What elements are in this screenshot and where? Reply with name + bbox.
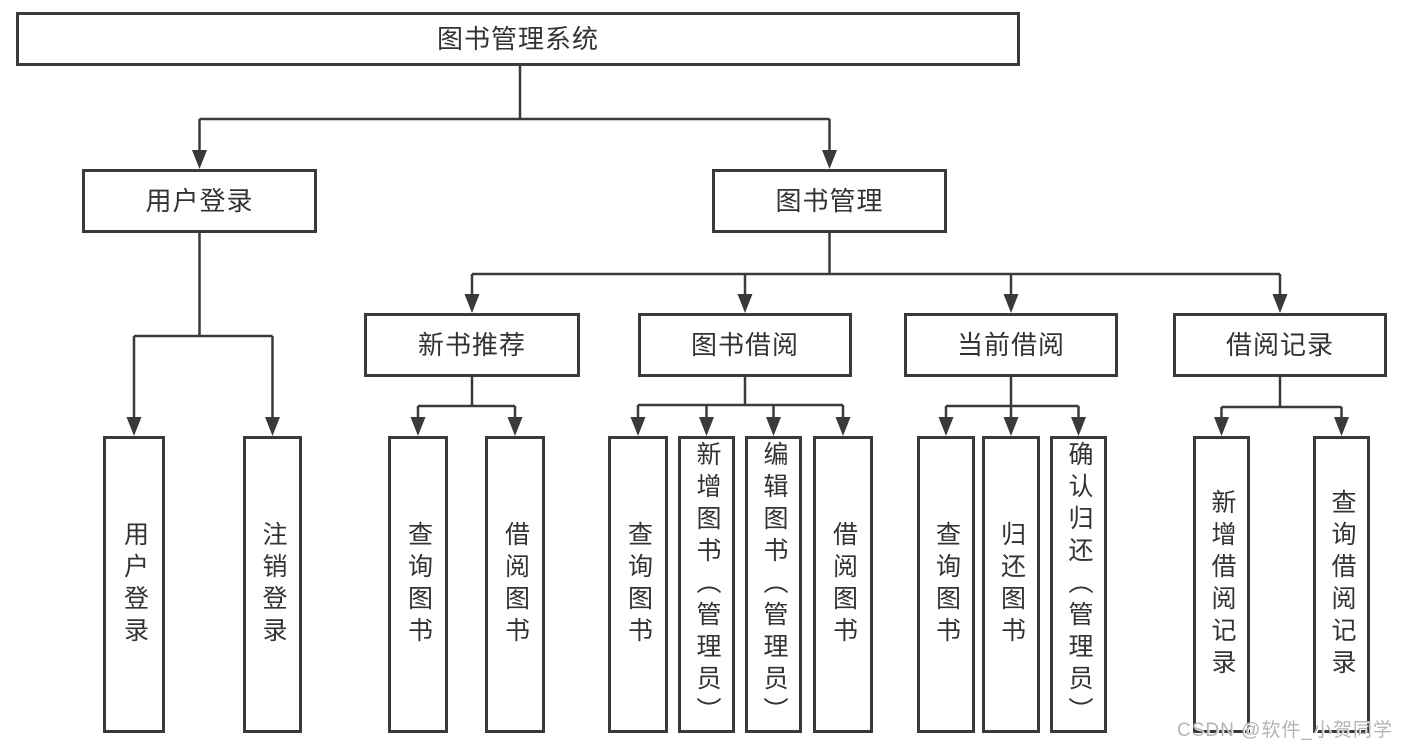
leaf-add-borrow-record-label: 新增借阅记录: [1208, 488, 1236, 681]
leaf-edit-book-admin: 编辑图书（管理员）: [745, 436, 802, 733]
leaf-return-book: 归还图书: [982, 436, 1040, 733]
leaf-edit-book-admin-label: 编辑图书（管理员）: [760, 440, 788, 729]
leaf-query-books-3: 查询图书: [917, 436, 975, 733]
leaf-borrow-books-2: 借阅图书: [813, 436, 873, 733]
node-root: 图书管理系统: [16, 12, 1020, 66]
watermark-text: CSDN @软件_小贺同学: [1177, 720, 1393, 741]
leaf-query-books-1-label: 查询图书: [404, 520, 433, 649]
leaf-logout: 注销登录: [243, 436, 302, 733]
node-book-borrow-label: 图书借阅: [690, 330, 799, 360]
node-new-book-recommend: 新书推荐: [364, 313, 580, 377]
node-borrow-records: 借阅记录: [1173, 313, 1387, 377]
leaf-query-books-2-label: 查询图书: [624, 520, 653, 649]
leaf-user-login-label: 用户登录: [120, 520, 149, 649]
leaf-query-borrow-record-label: 查询借阅记录: [1328, 488, 1356, 681]
node-root-label: 图书管理系统: [436, 24, 599, 54]
leaf-add-borrow-record: 新增借阅记录: [1193, 436, 1250, 733]
node-book-management: 图书管理: [712, 169, 947, 233]
leaf-query-books-1: 查询图书: [388, 436, 448, 733]
node-book-management-label: 图书管理: [775, 186, 884, 216]
node-book-borrow: 图书借阅: [638, 313, 852, 377]
node-current-borrow: 当前借阅: [904, 313, 1118, 377]
leaf-borrow-books-1: 借阅图书: [485, 436, 545, 733]
leaf-query-books-2: 查询图书: [608, 436, 668, 733]
leaf-borrow-books-1-label: 借阅图书: [501, 520, 530, 649]
leaf-return-book-label: 归还图书: [997, 520, 1026, 649]
node-new-book-recommend-label: 新书推荐: [417, 330, 526, 360]
leaf-confirm-return-admin-label: 确认归还（管理员）: [1065, 440, 1093, 729]
edge-paths: [132, 66, 1343, 419]
node-current-borrow-label: 当前借阅: [956, 330, 1065, 360]
leaf-query-borrow-record: 查询借阅记录: [1313, 436, 1370, 733]
node-user-login: 用户登录: [82, 169, 317, 233]
leaf-logout-label: 注销登录: [259, 520, 287, 649]
leaf-borrow-books-2-label: 借阅图书: [829, 520, 858, 649]
leaf-add-book-admin: 新增图书（管理员）: [678, 436, 735, 733]
leaf-user-login: 用户登录: [103, 436, 165, 733]
leaf-confirm-return-admin: 确认归还（管理员）: [1050, 436, 1107, 733]
leaf-query-books-3-label: 查询图书: [932, 520, 961, 649]
node-borrow-records-label: 借阅记录: [1225, 330, 1334, 360]
node-user-login-label: 用户登录: [145, 186, 254, 216]
leaf-add-book-admin-label: 新增图书（管理员）: [693, 440, 721, 729]
